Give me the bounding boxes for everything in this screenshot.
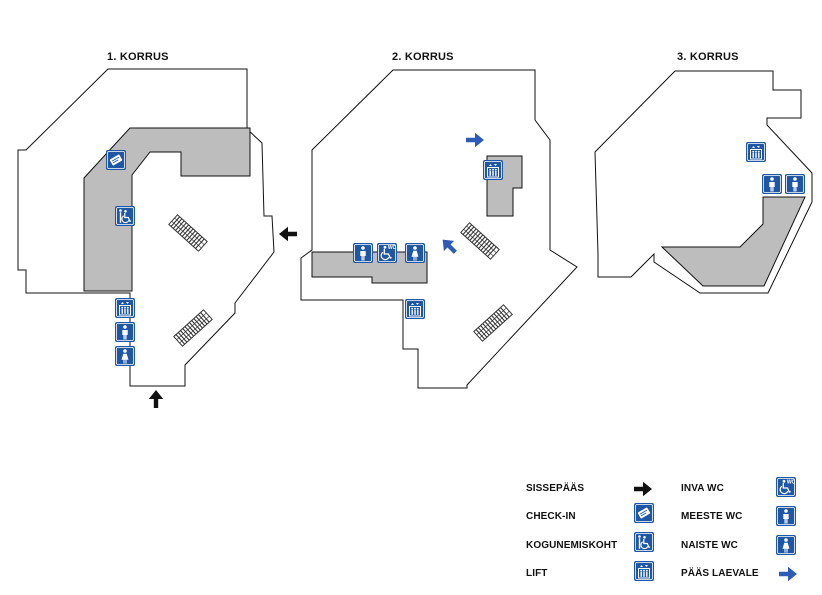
legend-lift-label: LIFT <box>526 568 548 579</box>
assembly-point-icon[interactable] <box>115 206 135 226</box>
floor-2-outline <box>300 69 578 389</box>
legend-ship-access-arrow-icon <box>779 566 797 582</box>
lift-icon[interactable] <box>483 160 503 180</box>
entrance-arrow-icon <box>279 226 297 242</box>
floor-1-title: 1. KORRUS <box>107 51 169 63</box>
floor-2-title: 2. KORRUS <box>392 51 454 63</box>
legend: WC <box>634 477 797 581</box>
floor-1-plan <box>17 68 275 408</box>
checkin-icon[interactable] <box>106 150 126 170</box>
lift-icon[interactable] <box>405 299 425 319</box>
mens-wc-icon[interactable] <box>785 174 805 194</box>
legend-accessible-wc-label: INVA WC <box>681 483 724 494</box>
mens-wc-icon[interactable] <box>762 174 782 194</box>
mens-wc-icon[interactable] <box>353 243 373 263</box>
womens-wc-icon[interactable] <box>115 346 135 366</box>
floor-3-title: 3. KORRUS <box>677 51 739 63</box>
legend-checkin-icon <box>634 503 654 523</box>
floor-3-plan <box>594 70 813 294</box>
legend-entrance-arrow-icon <box>634 481 652 497</box>
wc-badge-text: WC <box>388 245 397 251</box>
floor-2-shaded-lounge <box>311 251 428 284</box>
legend-mens-wc-label: MEESTE WC <box>681 511 743 522</box>
entrance-arrow-icon <box>148 390 164 408</box>
mens-wc-icon[interactable] <box>115 322 135 342</box>
floor-2-plan <box>300 69 578 389</box>
legend-entrance-label: SISSEPÄÄS <box>526 483 585 494</box>
svg-text:WC: WC <box>787 480 796 486</box>
legend-assembly-label: KOGUNEMISKOHT <box>526 540 618 551</box>
legend-accessible-wc-icon: WC <box>776 477 796 497</box>
legend-mens-wc-icon <box>776 506 796 526</box>
lift-icon[interactable] <box>746 142 766 162</box>
legend-womens-wc-label: NAISTE WC <box>681 540 739 551</box>
legend-womens-wc-icon <box>776 535 796 555</box>
legend-assembly-icon <box>634 532 654 552</box>
legend-lift-icon <box>634 561 654 581</box>
lift-icon[interactable] <box>115 298 135 318</box>
legend-checkin-label: CHECK-IN <box>526 511 576 522</box>
floor-1-outline <box>17 68 275 387</box>
floor-3-shaded-area <box>660 196 806 287</box>
womens-wc-icon[interactable] <box>405 243 425 263</box>
legend-ship-access-label: PÄÄS LAEVALE <box>681 568 759 579</box>
